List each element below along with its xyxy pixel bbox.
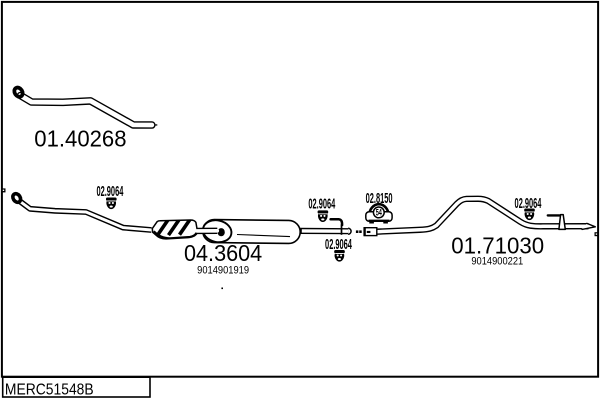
- svg-text:01.40268: 01.40268: [34, 126, 126, 151]
- svg-text:04.3604: 04.3604: [184, 240, 262, 266]
- svg-text:9014900221: 9014900221: [471, 256, 523, 268]
- svg-text:9014901919: 9014901919: [197, 265, 249, 277]
- svg-text:02.9064: 02.9064: [515, 194, 542, 212]
- svg-text:02.9064: 02.9064: [96, 182, 123, 200]
- svg-text:02.9064: 02.9064: [325, 235, 352, 253]
- svg-text:MERC51548B: MERC51548B: [5, 382, 94, 399]
- svg-text:54: 54: [376, 207, 383, 218]
- svg-text:01.71030: 01.71030: [451, 232, 544, 259]
- svg-text:02.8150: 02.8150: [366, 189, 393, 207]
- svg-text:02.9064: 02.9064: [308, 195, 335, 213]
